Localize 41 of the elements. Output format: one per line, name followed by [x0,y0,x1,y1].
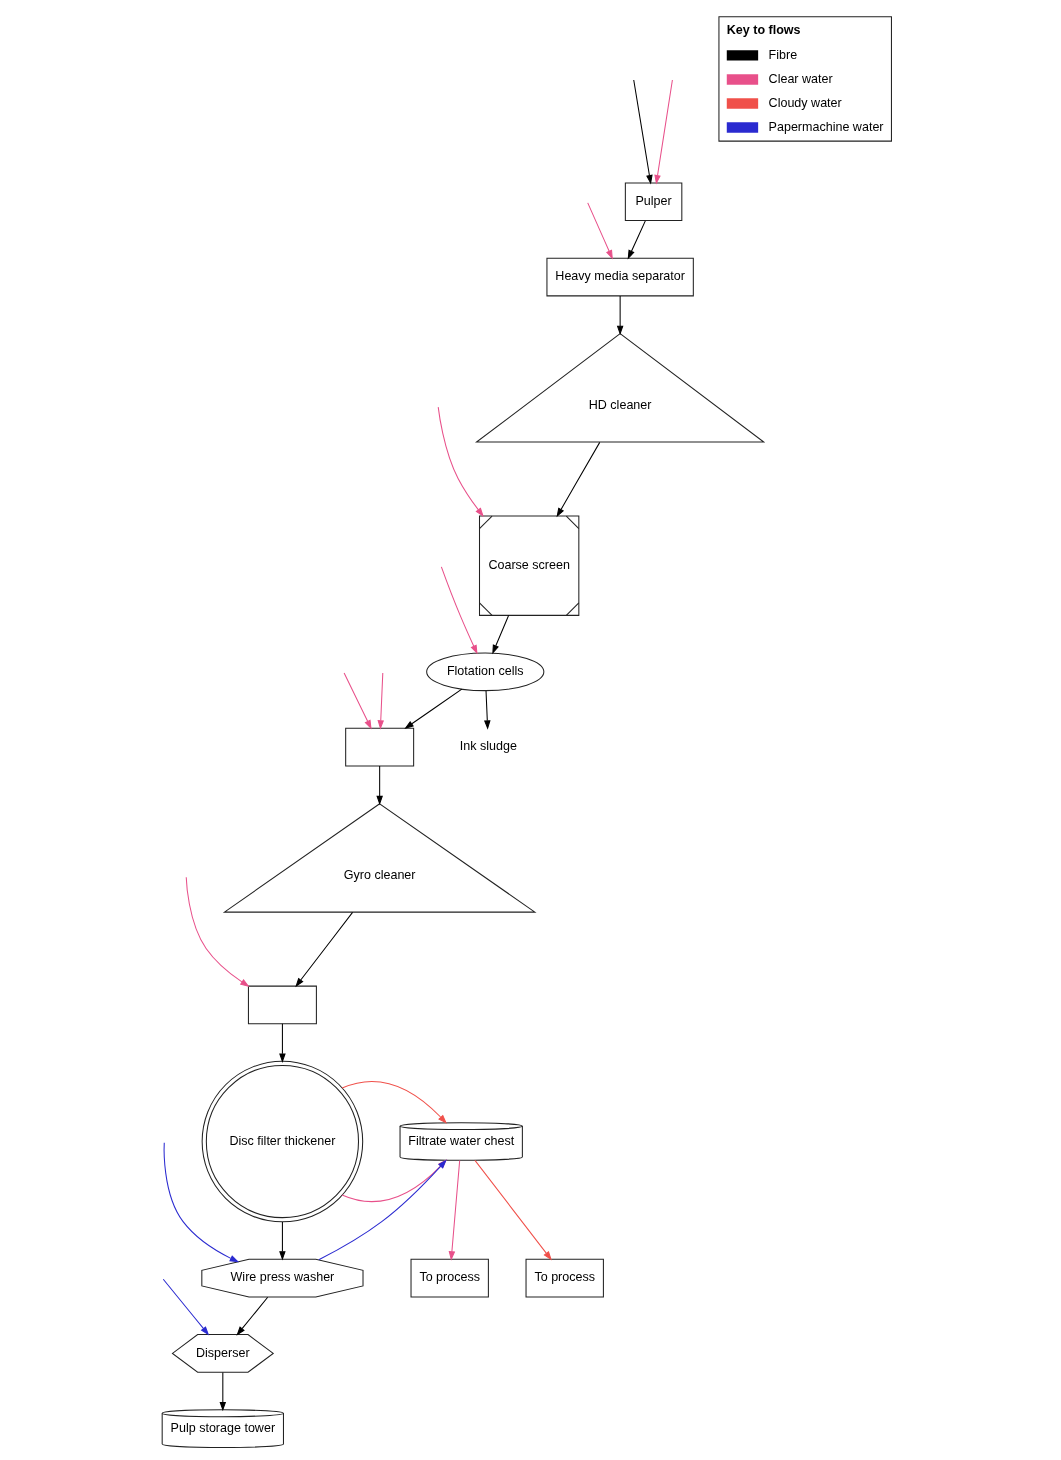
node-box: Heavy media separator [545,257,694,297]
node-box [344,727,414,767]
arrow [343,672,372,730]
arrow [632,79,653,185]
arrow [219,1372,226,1412]
arrow [162,1278,209,1336]
arrow [491,614,509,655]
arrow [403,688,462,729]
arrow [235,1296,268,1336]
arrow [278,1023,286,1063]
arrow [627,220,646,260]
arrow [278,1221,286,1261]
arrow [555,441,600,518]
arrow [341,1159,447,1203]
node-ellipse: Flotation cells [425,652,544,692]
arrow [586,202,613,260]
legend-label: Papermachine water [768,119,884,134]
node-box: To process [525,1258,604,1298]
arrow [616,295,623,336]
arrow [294,911,353,988]
node-box: To process [410,1258,489,1298]
node-circle: Disc filter thickener [201,1060,363,1223]
legend-label: Fibre [768,47,797,62]
arrow [341,1080,447,1124]
arrow [376,672,384,730]
arrow [440,566,478,655]
arrow [375,765,383,806]
legend-label: Clear water [768,71,833,86]
node-box [247,985,317,1025]
label: Key to flows [726,22,801,37]
node-text: Ink sludge [459,739,517,754]
legend-label: Cloudy water [768,95,842,110]
arrow [473,1159,552,1261]
arrow [448,1159,460,1261]
arrow [163,1142,239,1263]
arrow [483,690,491,730]
arrow [185,876,250,987]
arrow [317,1159,447,1261]
arrow [653,79,673,185]
node-box: Pulper [624,182,682,222]
arrow [437,406,484,517]
